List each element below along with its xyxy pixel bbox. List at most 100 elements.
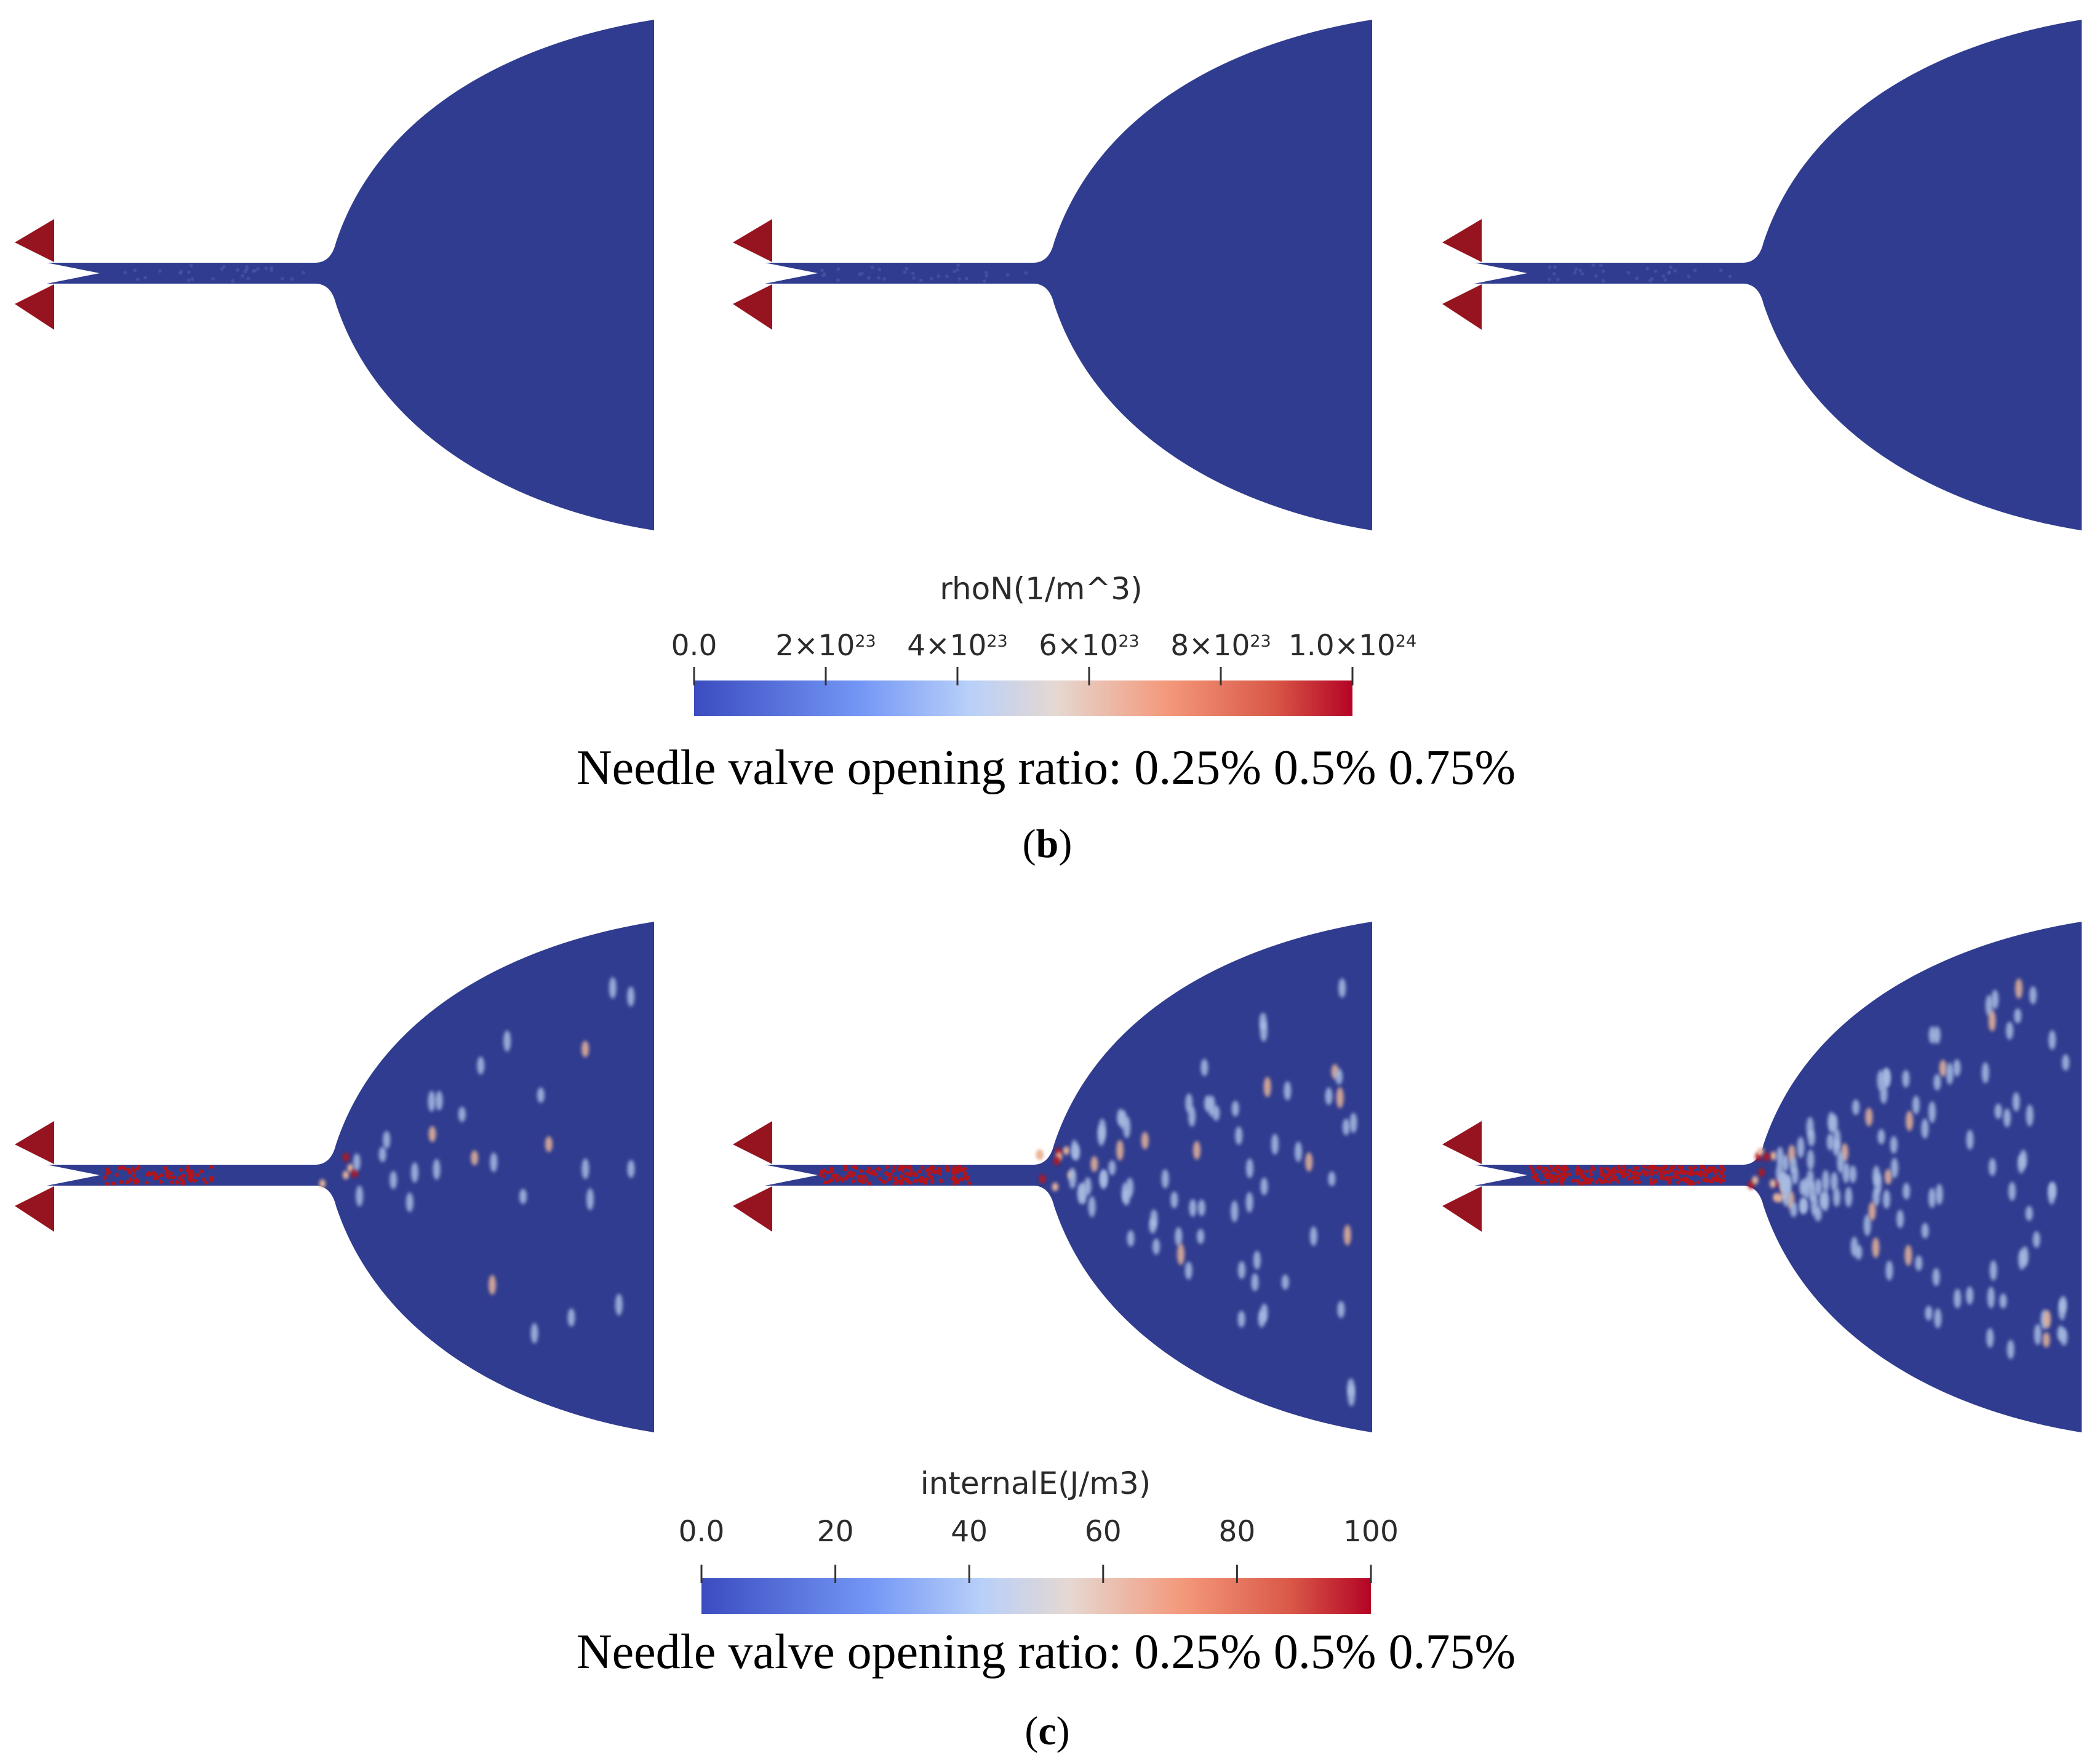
hot-particle: [1589, 1177, 1594, 1182]
diffuse-particle: [411, 1162, 418, 1183]
channel-speckle: [1728, 274, 1732, 279]
hot-particle: [1679, 1170, 1683, 1174]
channel-speckle: [945, 274, 949, 279]
hot-particle: [180, 1179, 185, 1183]
channel-speckle: [985, 274, 989, 278]
hot-particle: [850, 1173, 854, 1178]
hot-particle: [859, 1169, 863, 1173]
diffuse-particle: [1933, 1026, 1941, 1044]
hot-particle: [1545, 1175, 1550, 1179]
diffuse-particle: [1071, 1139, 1079, 1160]
hot-particle: [1536, 1165, 1541, 1170]
hot-particle: [851, 1179, 855, 1184]
diffuse-particle: [1776, 1146, 1784, 1167]
channel-speckle: [1668, 270, 1672, 274]
diffuse-particle: [1189, 1199, 1197, 1217]
channel-speckle: [1591, 263, 1596, 268]
diffuse-particle: [1935, 1184, 1943, 1205]
diffuse-particle: [1237, 1311, 1245, 1328]
hot-particle: [917, 1169, 922, 1174]
needle-tip-upper-b-1: [733, 219, 772, 262]
channel-speckle: [956, 263, 961, 268]
hot-particle: [1718, 1179, 1722, 1184]
hot-particle: [1649, 1181, 1653, 1186]
hot-particle: [1627, 1176, 1631, 1181]
diffuse-particle: [1845, 1187, 1853, 1207]
diffuse-particle: [1258, 1309, 1266, 1328]
colorbar-tick-label: 60: [1084, 1515, 1122, 1549]
channel-speckle: [143, 276, 148, 280]
channel-speckle: [870, 265, 874, 269]
hot-particle: [117, 1166, 122, 1170]
needle-tip-upper-b-0: [15, 219, 54, 262]
hot-particle: [1696, 1180, 1701, 1184]
channel-speckle: [231, 279, 235, 283]
hot-particle: [1545, 1172, 1550, 1176]
colorbar-tick-label: 0.0: [678, 1515, 725, 1549]
diffuse-particle: [1175, 1227, 1183, 1247]
channel-speckle: [1556, 277, 1560, 282]
channel-speckle: [1673, 269, 1677, 273]
diffuse-particle: [1885, 1260, 1893, 1281]
hot-particle: [125, 1180, 129, 1184]
channel-speckle: [912, 276, 916, 280]
channel-speckle: [1548, 265, 1552, 269]
channel-speckle: [953, 269, 956, 274]
diffuse-particle: [1271, 1133, 1279, 1155]
diffuse-particle: [1981, 1062, 1989, 1084]
diffuse-particle: [1284, 1081, 1292, 1101]
hot-particle: [856, 1175, 861, 1179]
hot-particle: [908, 1173, 913, 1177]
diffuse-particle: [1281, 1274, 1289, 1290]
hot-particle: [1672, 1165, 1676, 1169]
channel-speckle: [1552, 265, 1557, 269]
channel-speckle: [1594, 274, 1598, 278]
diffuse-particle: [1928, 1187, 1936, 1208]
diffuse-particle: [2048, 1030, 2056, 1050]
hot-particle: [864, 1178, 869, 1183]
diffuse-particle: [1904, 1245, 1912, 1266]
diffuse-particle: [1152, 1238, 1160, 1255]
hot-particle: [939, 1179, 943, 1183]
diffuse-particle: [1295, 1141, 1303, 1162]
diffuse-particle: [1245, 1192, 1253, 1213]
channel-speckle: [189, 263, 193, 268]
hot-particle: [1721, 1174, 1725, 1179]
hot-particle: [1581, 1174, 1586, 1178]
hot-particle: [1688, 1172, 1692, 1176]
hot-particle: [1677, 1165, 1681, 1169]
diffuse-particle: [1305, 1152, 1313, 1172]
exit-particle: [343, 1152, 350, 1162]
colorbar-tick-label: 0.0: [671, 629, 717, 663]
hot-particle: [1615, 1170, 1619, 1174]
hot-particle: [121, 1165, 126, 1170]
flow-domain-b-0: [47, 20, 654, 530]
hot-particle: [1588, 1168, 1592, 1173]
hot-particle: [1719, 1170, 1724, 1175]
diffuse-particle: [1807, 1149, 1815, 1170]
diffuse-particle: [1197, 1199, 1205, 1216]
diffuse-particle: [1161, 1169, 1169, 1189]
channel-speckle: [984, 271, 988, 275]
hot-particle: [957, 1165, 962, 1170]
hot-particle: [895, 1179, 899, 1183]
channel-speckle: [1573, 271, 1577, 275]
diffuse-particle: [1253, 1250, 1261, 1270]
tick-exponent: 23: [1250, 632, 1271, 651]
tick-exponent: 24: [1395, 632, 1417, 651]
hot-particle: [1693, 1165, 1697, 1170]
diffuse-particle: [1999, 1293, 2007, 1309]
hot-particle: [170, 1180, 174, 1184]
hot-particle: [1646, 1165, 1650, 1170]
colorbar-tick-label: 2×1023: [775, 629, 876, 663]
channel-speckle: [186, 270, 191, 274]
hot-particle: [1600, 1173, 1604, 1177]
hot-particle: [882, 1179, 887, 1184]
diffuse-particle: [1338, 978, 1346, 998]
hot-particle: [857, 1178, 861, 1183]
hot-particle: [913, 1179, 918, 1183]
channel-speckle: [1653, 269, 1658, 274]
hot-particle: [927, 1167, 932, 1171]
diffuse-particle: [1349, 1112, 1357, 1133]
